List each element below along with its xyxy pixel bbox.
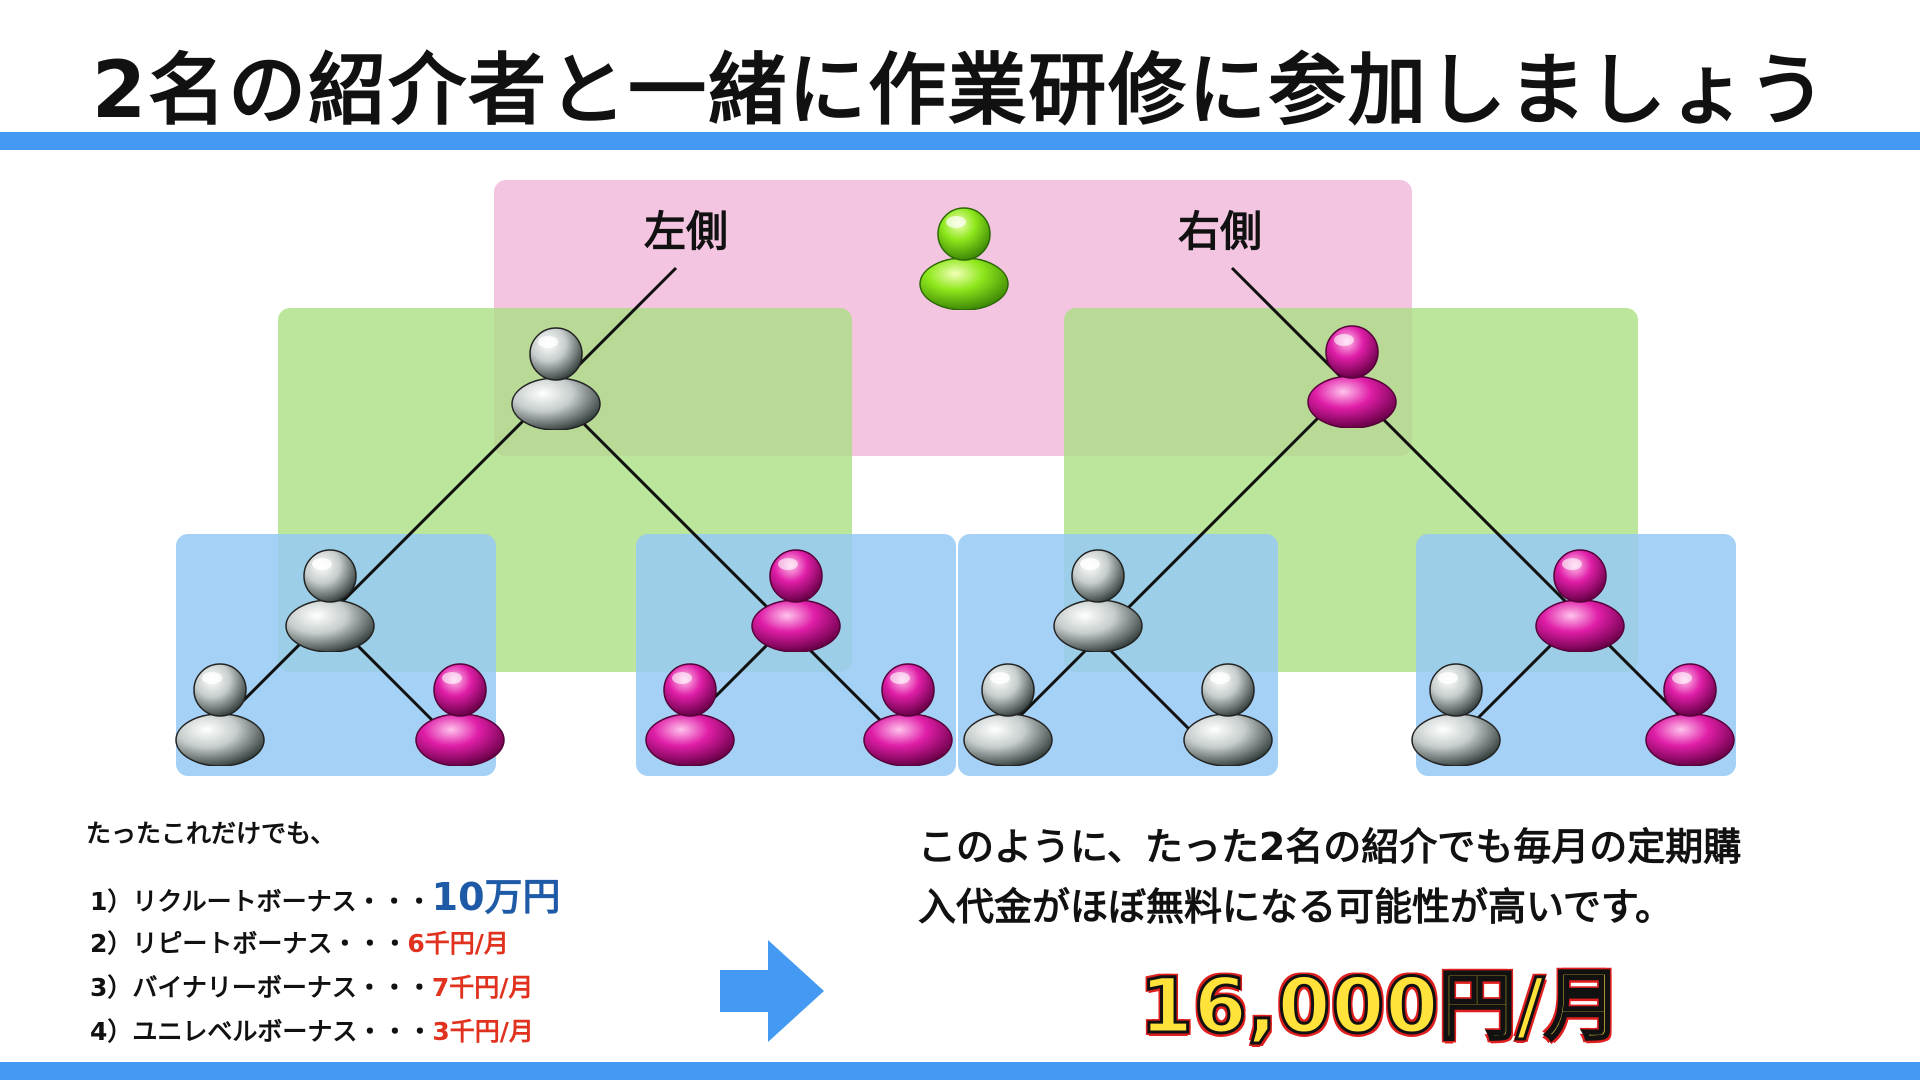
person-icon-right bbox=[1302, 318, 1402, 429]
bonus-value: 10万円 bbox=[431, 875, 561, 919]
bonus-label: 4）ユニレベルボーナス・・・ bbox=[90, 1017, 433, 1046]
summary-line-1: このように、たった2名の紹介でも毎月の定期購 bbox=[918, 825, 1742, 869]
right-arrow-icon bbox=[720, 940, 824, 1042]
person-icon-root bbox=[914, 200, 1014, 311]
person-icon-left-right bbox=[746, 542, 846, 653]
bonus-item-3: 3）バイナリーボーナス・・・7千円/月 bbox=[90, 968, 533, 1004]
bonus-item-4: 4）ユニレベルボーナス・・・3千円/月 bbox=[90, 1012, 534, 1048]
bonus-label: 1）リクルートボーナス・・・ bbox=[90, 887, 432, 916]
summary-line-2: 入代金がほぼ無料になる可能性が高いです。 bbox=[918, 885, 1674, 929]
bonus-label: 3）バイナリーボーナス・・・ bbox=[90, 973, 432, 1002]
left-side-label: 左側 bbox=[644, 207, 729, 256]
person-icon-left-left bbox=[280, 542, 380, 653]
bonus-item-1: 1）リクルートボーナス・・・10万円 bbox=[90, 866, 561, 921]
top-accent-bar bbox=[0, 132, 1920, 150]
line-l-lr bbox=[550, 390, 788, 628]
person-icon-leaf-7 bbox=[1406, 656, 1506, 767]
bottom-accent-bar bbox=[0, 1062, 1920, 1080]
page-title: 2名の紹介者と一緒に作業研修に参加しましょう bbox=[91, 46, 1829, 136]
person-icon-leaf-1 bbox=[170, 656, 270, 767]
person-icon-right-left bbox=[1048, 542, 1148, 653]
line-r-rr bbox=[1348, 384, 1582, 618]
person-icon-leaf-5 bbox=[958, 656, 1058, 767]
person-icon-right-right bbox=[1530, 542, 1630, 653]
person-icon-leaf-2 bbox=[410, 656, 510, 767]
person-icon-leaf-8 bbox=[1640, 656, 1740, 767]
monthly-amount: 16,000円/月 bbox=[1138, 960, 1623, 1052]
person-icon-leaf-3 bbox=[640, 656, 740, 767]
bonus-value: 3千円/月 bbox=[432, 1017, 534, 1046]
line-r-rl bbox=[1096, 384, 1352, 640]
bonus-label: 2）リピートボーナス・・・ bbox=[90, 929, 408, 958]
person-icon-leaf-6 bbox=[1178, 656, 1278, 767]
bonus-value: 6千円/月 bbox=[407, 929, 509, 958]
line-l-ll bbox=[326, 390, 554, 618]
bonus-value: 7千円/月 bbox=[431, 973, 534, 1002]
right-side-label: 右側 bbox=[1178, 207, 1263, 256]
bonus-item-2: 2）リピートボーナス・・・6千円/月 bbox=[90, 924, 509, 960]
person-icon-leaf-4 bbox=[858, 656, 958, 767]
person-icon-left bbox=[506, 320, 606, 431]
bonus-lead-text: たったこれだけでも、 bbox=[86, 819, 336, 848]
